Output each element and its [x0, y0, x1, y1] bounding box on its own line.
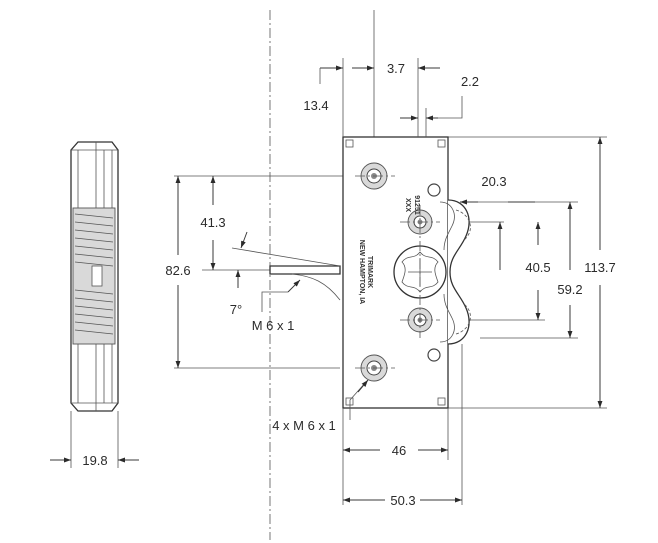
angle-label: 7°	[230, 302, 242, 317]
marking-brand: TRIMARK	[366, 256, 373, 288]
screw-top	[360, 162, 388, 190]
overall-width-label: 50.3	[390, 493, 415, 508]
marking-part-b: 91251	[413, 195, 420, 215]
bolt-spacing-label: 59.2	[557, 282, 582, 297]
top-offset-label: 13.4	[303, 98, 328, 113]
mount-spacing-label: 82.6	[165, 263, 190, 278]
inner-width-label: 46	[392, 443, 406, 458]
thread-quad-label: 4 x M 6 x 1	[272, 418, 336, 433]
body-marking: TRIMARK NEW HAMPTON, IA	[358, 240, 373, 304]
side-thickness-label: 19.8	[82, 453, 107, 468]
jaw-height-label: 40.5	[525, 260, 550, 275]
thread-single-label: M 6 x 1	[252, 318, 295, 333]
front-view: TRIMARK NEW HAMPTON, IA XXX 91251	[231, 136, 471, 409]
top-width-label: 3.7	[387, 61, 405, 76]
dimension-annotations: 13.4 3.7 2.2 20.3 41.3 82.6 7° M 6 x 1	[165, 58, 616, 508]
jaw-width-label: 20.3	[481, 174, 506, 189]
part-marking: XXX 91251	[404, 195, 420, 215]
side-view-spring	[74, 213, 114, 335]
right-offset-label: 2.2	[461, 74, 479, 89]
side-view: 19.8	[50, 141, 139, 468]
overall-height-label: 113.7	[584, 260, 616, 275]
upper-spacing-label: 41.3	[200, 215, 225, 230]
marking-location: NEW HAMPTON, IA	[358, 240, 365, 304]
marking-part-a: XXX	[404, 198, 411, 212]
